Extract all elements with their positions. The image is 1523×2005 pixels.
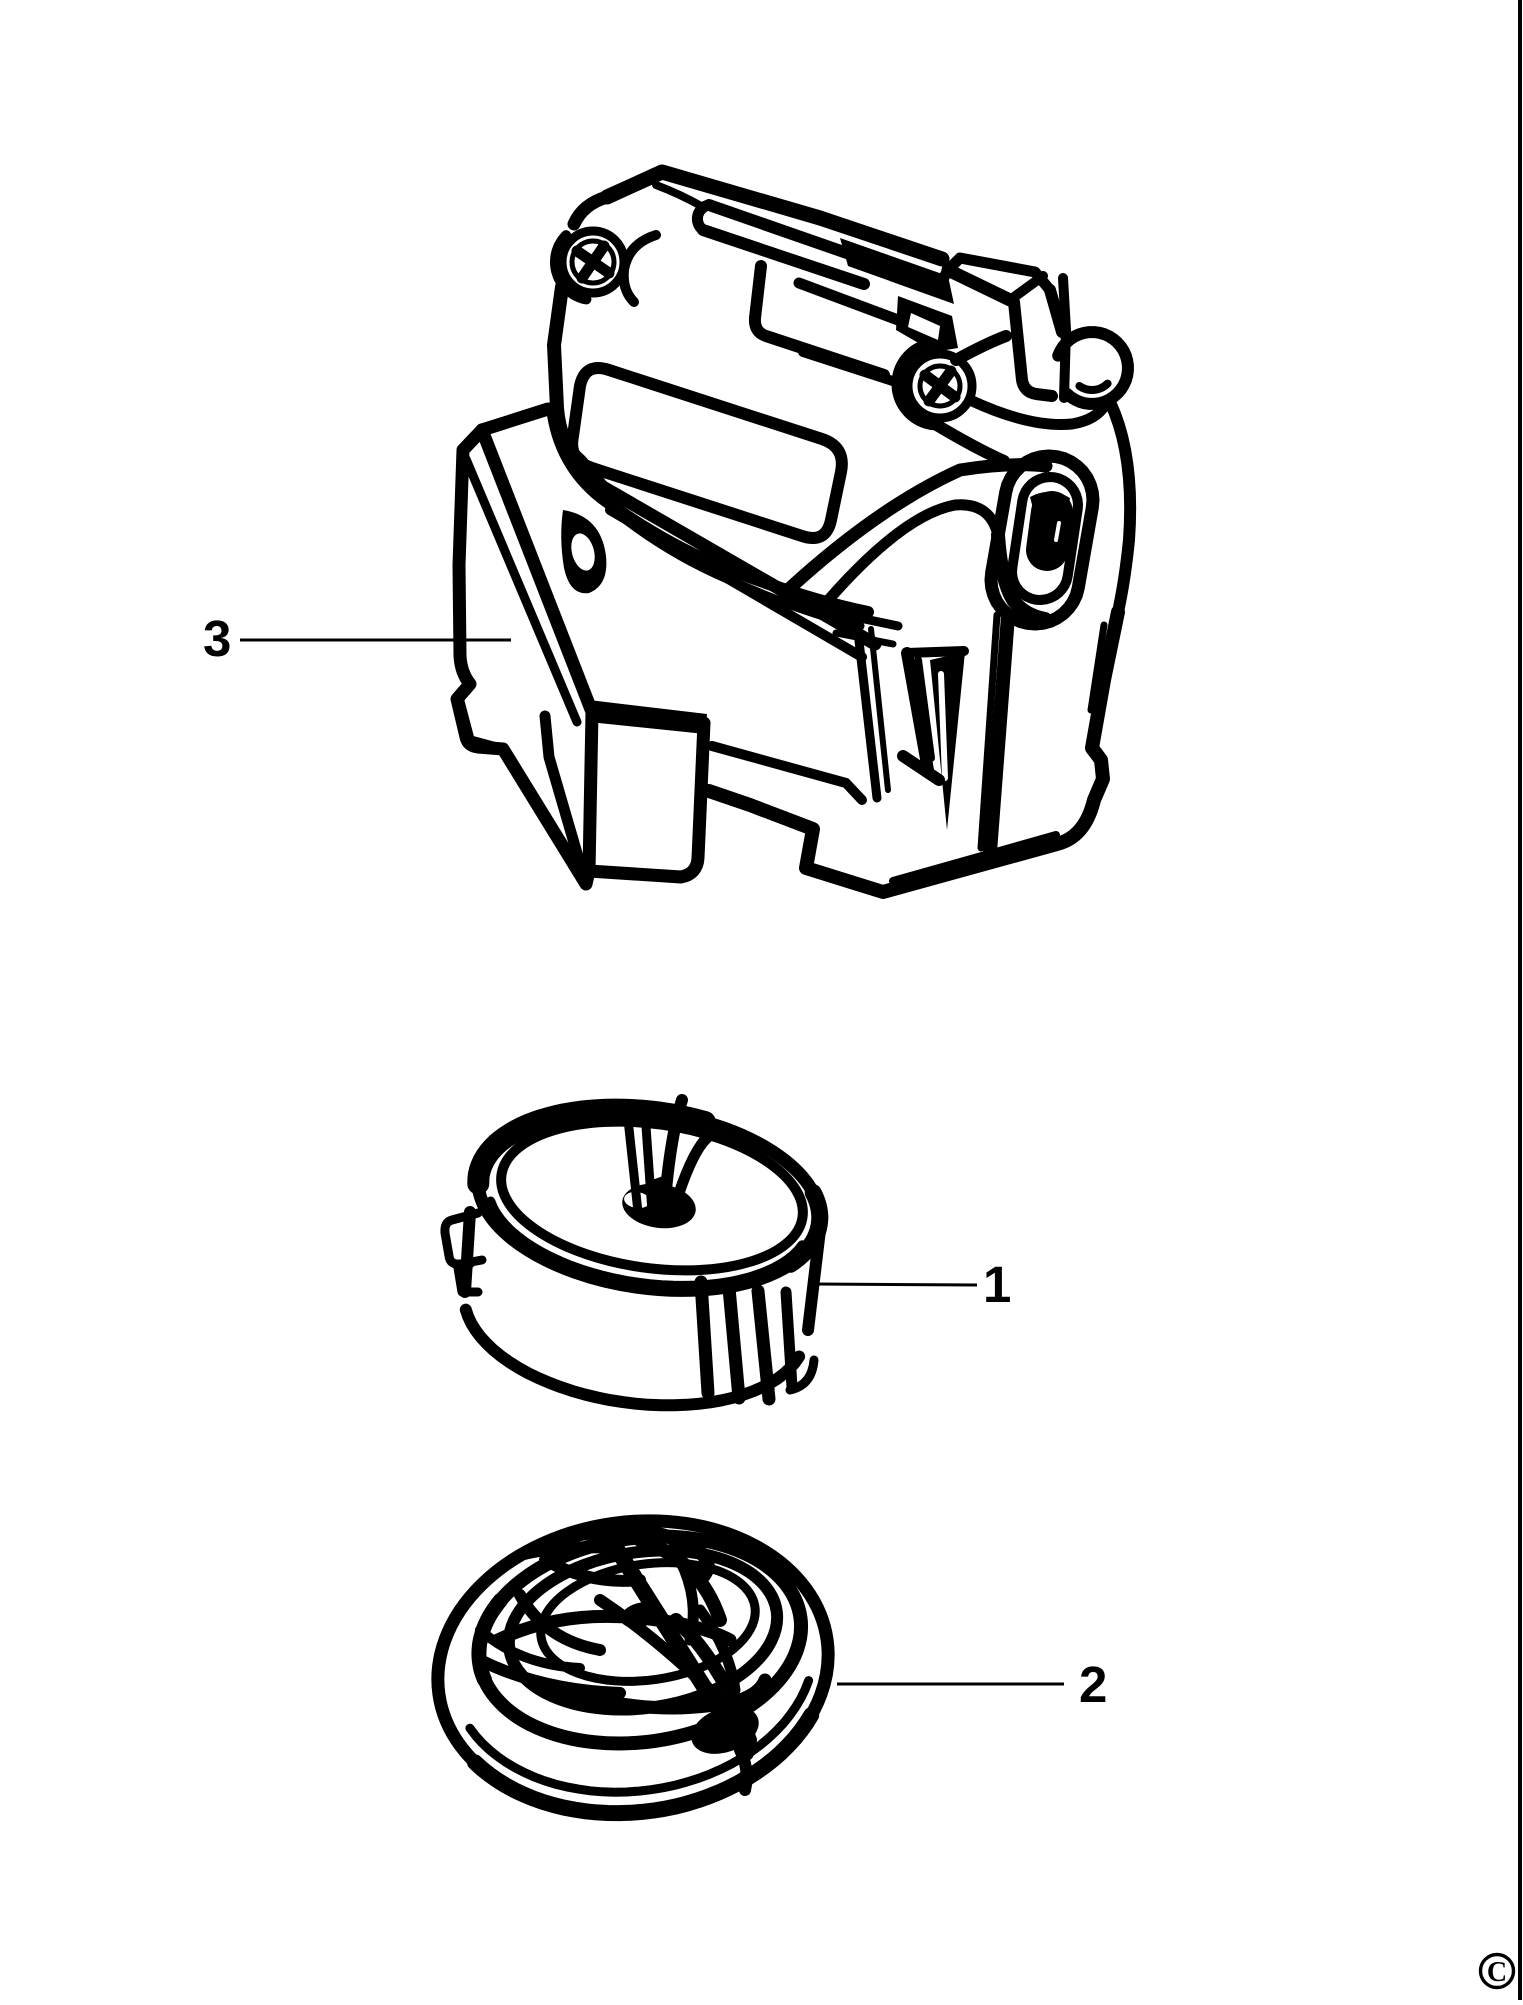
svg-text:2: 2	[1079, 1656, 1107, 1713]
svg-text:1: 1	[983, 1256, 1011, 1313]
svg-text:3: 3	[203, 610, 231, 667]
svg-text:C: C	[1487, 1957, 1507, 1988]
